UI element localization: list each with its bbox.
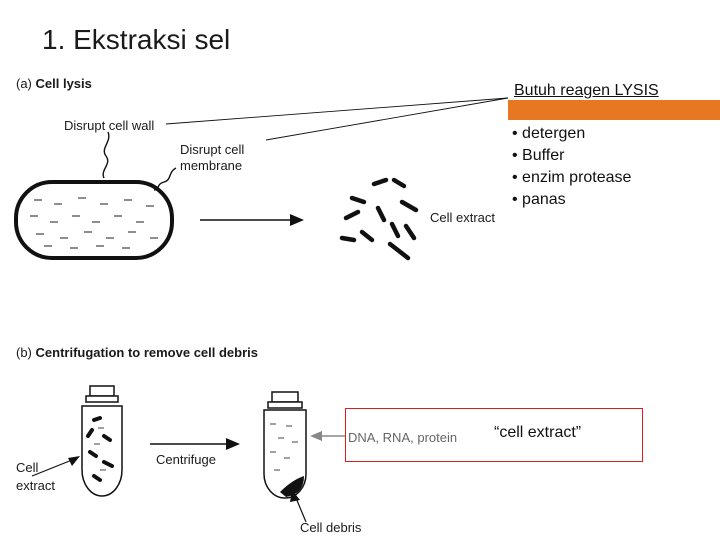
reagent-item: • detergen xyxy=(512,125,586,142)
cell-wall-pointer xyxy=(102,131,110,179)
label-centrifuge: Centrifuge xyxy=(156,452,216,467)
label-disrupt-membrane-line1: Disrupt cell xyxy=(180,142,245,157)
tube-after xyxy=(263,391,307,499)
cell-fragments xyxy=(339,177,419,261)
quote-cell-extract: “cell extract” xyxy=(494,424,582,441)
highlight-box xyxy=(345,408,643,462)
slide-title: 1. Ekstraksi sel xyxy=(42,24,231,55)
label-cell-debris: Cell debris xyxy=(300,520,362,535)
reagent-list: • detergen • Buffer • enzim protease • p… xyxy=(512,123,631,211)
label-disrupt-membrane-line2: membrane xyxy=(180,158,243,173)
debris-pellet xyxy=(280,476,304,497)
panel-b-letter: (b) xyxy=(16,345,32,360)
cell-membrane-pointer xyxy=(153,167,177,191)
callout-line-wall xyxy=(165,97,509,125)
callout-line-membrane xyxy=(265,97,509,141)
label-cell-extract-b1: Cell xyxy=(16,460,39,475)
annotation-heading: Butuh reagen LYSIS xyxy=(514,82,659,99)
panel-a-heading: (a) Cell lysis xyxy=(16,76,92,91)
cell-contents xyxy=(30,197,158,249)
label-disrupt-cell-wall: Disrupt cell wall xyxy=(64,118,155,133)
tube-before-contents xyxy=(86,416,114,482)
panel-a-title: Cell lysis xyxy=(35,76,92,91)
accent-bar xyxy=(508,100,720,120)
label-cell-extract-b2: extract xyxy=(16,478,56,493)
panel-a-letter: (a) xyxy=(16,76,32,91)
label-cell-extract: Cell extract xyxy=(430,210,496,225)
tube-before xyxy=(81,385,123,497)
panel-b-title: Centrifugation to remove cell debris xyxy=(35,345,259,360)
bacterial-cell xyxy=(14,180,174,260)
reagent-item: • enzim protease xyxy=(512,169,632,186)
reagent-item: • Buffer xyxy=(512,147,565,164)
label-dna-rna-protein: DNA, RNA, protein xyxy=(348,430,458,445)
panel-b-heading: (b) Centrifugation to remove cell debris xyxy=(16,345,258,360)
reagent-item: • panas xyxy=(512,191,566,208)
